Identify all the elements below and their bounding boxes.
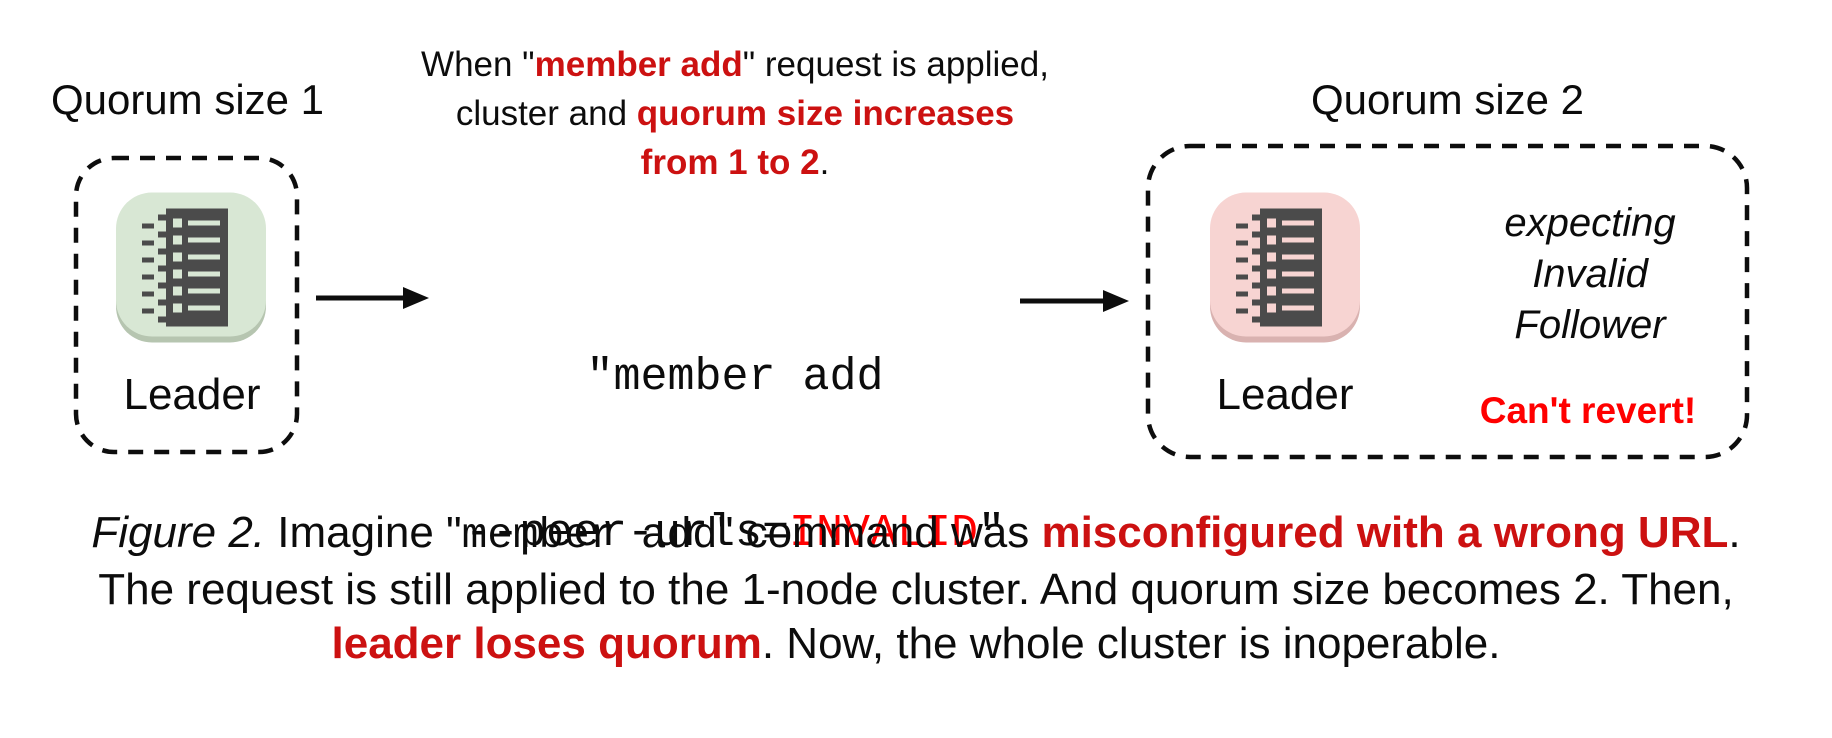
- annotation-highlight: from 1 to 2: [640, 143, 820, 182]
- annotation-line-3: from 1 to 2.: [375, 138, 1095, 187]
- annotation-text: .: [819, 143, 830, 182]
- caption-text: " command was: [717, 508, 1042, 557]
- caption-text: Imagine ": [265, 508, 462, 557]
- annotation-member-add: When "member add" request is applied, cl…: [375, 40, 1095, 187]
- left-cluster-dashed-box: [73, 155, 300, 455]
- cant-revert-warning: Can't revert!: [1479, 390, 1697, 431]
- caption-command-text: member add: [461, 511, 718, 560]
- caption-line-2: The request is still applied to the 1-no…: [0, 563, 1832, 617]
- arrow-right-icon: [1020, 290, 1129, 312]
- left-cluster-title: Quorum size 1: [50, 76, 325, 123]
- caption-highlight: leader loses quorum: [331, 619, 762, 668]
- command-line-2: --peer-urls=INVALID": [385, 508, 1085, 560]
- expecting-invalid-follower-text: expecting Invalid Follower: [1440, 198, 1740, 351]
- left-leader-label: Leader: [123, 370, 261, 419]
- expecting-line: expecting: [1504, 201, 1676, 245]
- annotation-text: cluster and: [455, 94, 637, 133]
- annotation-line-2: cluster and quorum size increases: [375, 89, 1095, 138]
- arrow-right-icon: [316, 287, 429, 309]
- caption-figure-label: Figure 2.: [91, 508, 266, 557]
- annotation-text: " request is applied,: [742, 45, 1049, 84]
- command-text-segment: --peer-urls=: [464, 508, 789, 559]
- expecting-line: Follower: [1514, 303, 1666, 347]
- annotation-highlight: quorum size increases: [636, 94, 1015, 133]
- right-cluster-title: Quorum size 2: [1310, 76, 1585, 123]
- expecting-line: Invalid: [1532, 252, 1648, 296]
- caption-text: .: [1728, 508, 1741, 557]
- ledger-icon: [1210, 192, 1360, 343]
- annotation-highlight: member add: [534, 45, 743, 84]
- figure-caption: Figure 2. Imagine "member add" command w…: [0, 506, 1832, 671]
- caption-line-1: Figure 2. Imagine "member add" command w…: [0, 506, 1832, 563]
- command-text-segment: ": [978, 508, 1006, 559]
- command-text: "member add --peer-urls=INVALID": [385, 248, 1085, 664]
- right-cluster-dashed-box: [1145, 143, 1750, 460]
- ledger-rows: [173, 218, 220, 313]
- command-line-1: "member add: [385, 352, 1085, 404]
- caption-highlight: misconfigured with a wrong URL: [1041, 508, 1729, 557]
- annotation-line-1: When "member add" request is applied,: [375, 40, 1095, 89]
- ledger-rows: [1267, 218, 1314, 313]
- command-text-segment: "member add: [586, 352, 884, 403]
- caption-text: . Now, the whole cluster is inoperable.: [761, 619, 1501, 668]
- caption-text: The request is still applied to the 1-no…: [98, 565, 1734, 614]
- command-invalid-value: INVALID: [789, 508, 979, 559]
- right-leader-label: Leader: [1216, 370, 1354, 419]
- annotation-text: When ": [421, 45, 535, 84]
- caption-line-3: leader loses quorum. Now, the whole clus…: [0, 617, 1832, 671]
- ledger-icon: [116, 192, 266, 343]
